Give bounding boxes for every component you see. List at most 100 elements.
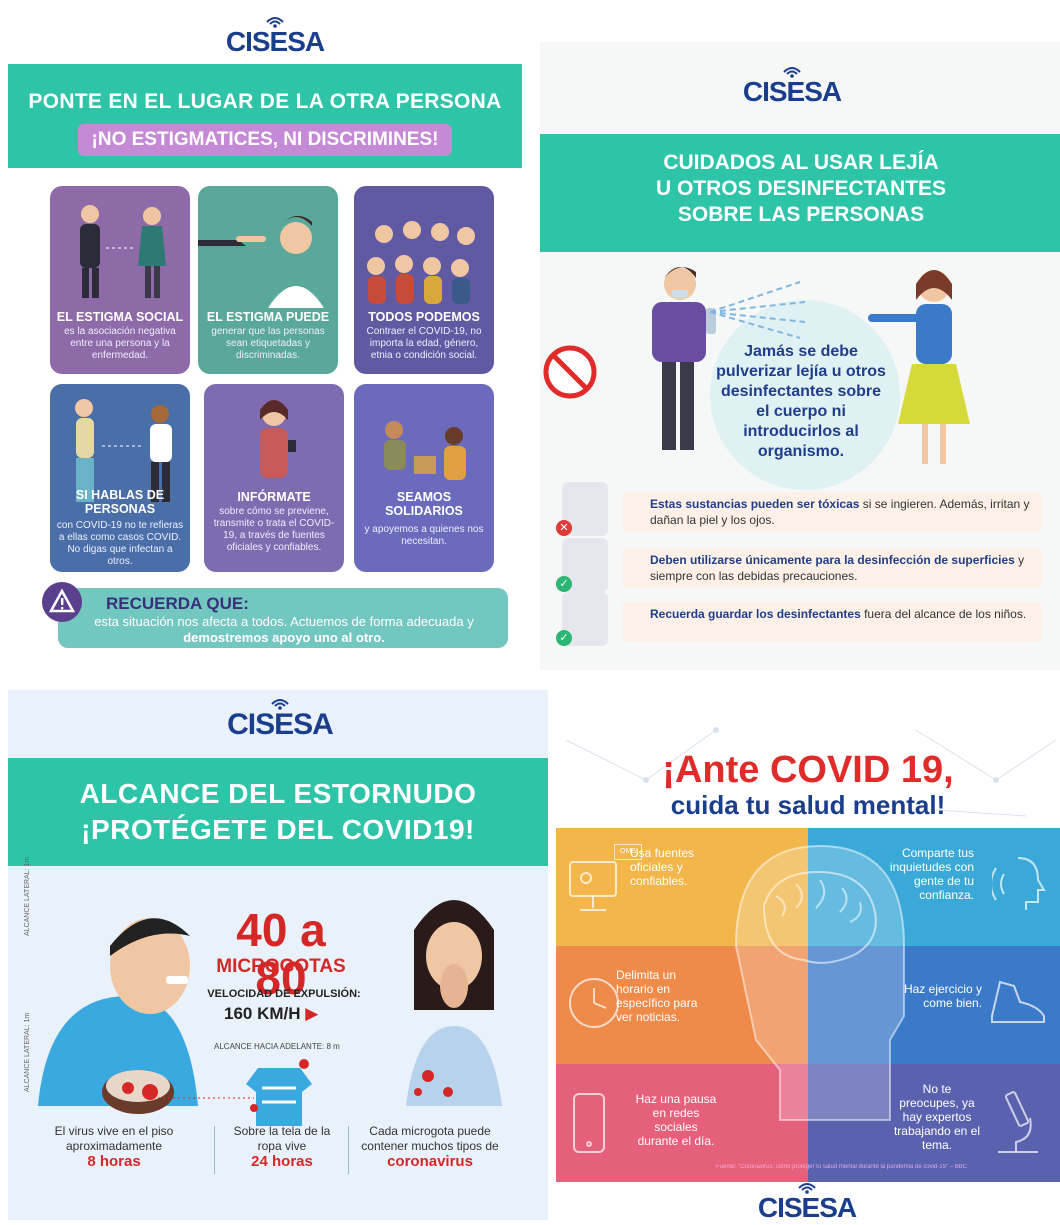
title-line-1: ALCANCE DEL ESTORNUDO — [79, 778, 477, 809]
stigma-poster: CISESA PONTE EN EL LUGAR DE LA OTRA PERS… — [8, 8, 522, 668]
two-people-distance-illustration — [80, 205, 166, 298]
cisesa-logo: CISESA — [742, 1182, 872, 1220]
tip-official-sources: Usa fuentes oficiales y confiables. — [630, 846, 695, 888]
wifi-icon — [271, 699, 289, 710]
sweater-virus-illustration — [246, 1059, 312, 1126]
card-title: EL ESTIGMA SOCIAL — [56, 310, 184, 324]
sneaker-icon — [991, 980, 1045, 1023]
poster-subtitle: ¡NO ESTIGMATICES, NI DISCRIMINES! — [77, 124, 453, 156]
smartphone-icon — [573, 1093, 605, 1153]
card-title: EL ESTIGMA PUEDE — [206, 310, 330, 324]
network-background — [565, 727, 1057, 817]
speech-bubble — [710, 300, 900, 490]
play-arrow-icon: ▶ — [305, 1004, 319, 1023]
check-icon: ✓ — [556, 576, 572, 592]
poster-subtitle: cuida tu salud mental! — [670, 790, 946, 820]
disinfectant-poster: CISESA CUIDADOS AL USAR LEJÍA U OTROS DE… — [540, 42, 1060, 670]
card-stigma-can: EL ESTIGMA PUEDE generar que las persona… — [198, 186, 338, 374]
cisesa-logo: CISESA — [732, 66, 852, 106]
check-icon: ✓ — [556, 630, 572, 646]
card-title: SEAMOS SOLIDARIOS — [385, 490, 463, 518]
lateral-reach-label: ALCANCE LATERAL: 1m — [24, 1012, 31, 1092]
row-text: Estas sustancias pueden ser tóxicas si s… — [650, 497, 1030, 527]
computer-icon — [569, 861, 617, 911]
row-text: Deben utilizarse únicamente para la desi… — [650, 553, 1025, 583]
title-line-2: ¡PROTÉGETE DEL COVID19! — [81, 814, 475, 845]
droplets-label: MICROGOTAS — [216, 956, 346, 977]
poster-title: ¡Ante COVID 19, — [662, 749, 954, 791]
talking-head-icon — [992, 857, 1046, 910]
surfaces-row: ✓ Deben utilizarse únicamente para la de… — [556, 538, 1042, 592]
two-people-talking-illustration — [75, 399, 172, 502]
row-text: Recuerda guardar los desinfectantes fuer… — [650, 607, 1027, 621]
card-solidarity: SEAMOS SOLIDARIOS y apoyemos a quienes n… — [354, 384, 494, 572]
helping-people-illustration — [384, 421, 466, 480]
card-body: sobre cómo se previene, transmite o trat… — [213, 506, 335, 553]
microscope-icon — [998, 1091, 1038, 1153]
caption-floor: El virus vive en el piso aproximadamente… — [54, 1124, 174, 1170]
cisesa-logo: CISESA — [220, 698, 340, 740]
lateral-reach-label: ALCANCE LATERAL: 1m — [24, 856, 31, 936]
card-body: y apoyemos a quienes nos necesitan. — [364, 524, 484, 547]
caption-droplet: Cada microgota puede contener muchos tip… — [361, 1124, 499, 1170]
title-band: CUIDADOS AL USAR LEJÍA U OTROS DESINFECT… — [540, 134, 1060, 252]
woman-covering-illustration — [406, 900, 502, 1106]
tip-share-concerns: Comparte tus inquietudes con gente de tu… — [889, 846, 974, 902]
reminder-title: RECUERDA QUE: — [106, 594, 249, 613]
woman-stop-illustration — [868, 270, 970, 464]
card-inform-yourself: INFÓRMATE sobre cómo se previene, transm… — [204, 384, 344, 572]
mental-health-grid: OMS Usa fuentes oficiales y confiables. … — [556, 828, 1060, 1182]
sneeze-poster: CISESA ALCANCE DEL ESTORNUDO ¡PROTÉGETE … — [8, 690, 548, 1220]
card-title: INFÓRMATE — [237, 490, 311, 504]
clock-icon — [569, 978, 619, 1028]
card-if-talking: SI HABLAS DE PERSONAS con COVID-19 no te… — [50, 384, 190, 572]
speed-label: VELOCIDAD DE EXPULSIÓN: — [207, 988, 361, 1000]
card-title: SI HABLAS DE PERSONAS — [75, 488, 165, 516]
woman-phone-illustration — [260, 400, 296, 478]
card-everyone-can: TODOS PODEMOS Contraer el COVID-19, no i… — [354, 186, 494, 374]
logo-text: CISESA — [757, 1192, 857, 1221]
cisesa-logo: CISESA — [225, 16, 325, 56]
title-line-2: U OTROS DESINFECTANTES — [655, 177, 947, 200]
reminder-box: RECUERDA QUE: esta situación nos afecta … — [42, 582, 508, 648]
logo-text: CISESA — [227, 708, 334, 741]
crowd-illustration — [367, 221, 475, 304]
tip-exercise: Haz ejercicio y come bien. — [903, 982, 982, 1010]
title-line-3: SOBRE LAS PERSONAS — [677, 203, 925, 226]
logo-text: CISESA — [225, 26, 325, 57]
title-band: ALCANCE DEL ESTORNUDO ¡PROTÉGETE DEL COV… — [8, 758, 548, 866]
caption-divider — [214, 1126, 215, 1174]
tip-experts-working: No te preocupes, ya hay expertos trabaja… — [893, 1082, 981, 1152]
section-bg — [808, 946, 1060, 1064]
section-bg — [808, 828, 1060, 946]
card-body: generar que las personas sean etiquetada… — [211, 326, 325, 361]
tip-news-schedule: Delimita un horario en específico para v… — [616, 968, 698, 1024]
wifi-icon — [783, 67, 801, 78]
reminder-body: esta situación nos afecta a todos. Actue… — [94, 614, 474, 645]
toxic-row: ✕ Estas sustancias pueden ser tóxicas si… — [556, 482, 1042, 536]
cross-icon: ✕ — [556, 520, 572, 536]
caption-divider — [348, 1126, 349, 1174]
warning-message: Jamás se debe pulverizar lejía u otros d… — [716, 343, 886, 460]
forward-reach-label: ALCANCE HACIA ADELANTE: 8 m — [214, 1042, 340, 1051]
logo-text: CISESA — [742, 76, 842, 107]
card-social-stigma: EL ESTIGMA SOCIAL es la asociación negat… — [50, 186, 190, 374]
card-body: Contraer el COVID-19, no importa la edad… — [366, 326, 482, 361]
head-brain-illustration — [734, 844, 905, 1121]
card-body: con COVID-19 no te refieras a ellas como… — [56, 520, 184, 567]
wifi-icon — [266, 17, 284, 28]
floor-virus-illustration — [102, 1070, 174, 1114]
section-bg — [556, 1064, 808, 1182]
pointing-hand-illustration — [198, 215, 324, 308]
mental-health-poster: ¡Ante COVID 19, cuida tu salud mental! O… — [556, 720, 1060, 1220]
card-body: es la asociación negativa entre una pers… — [64, 326, 176, 361]
droplet-trail — [158, 1097, 254, 1099]
prohibited-icon — [543, 345, 597, 399]
man-spraying-illustration — [652, 267, 716, 450]
spray-lines — [710, 281, 806, 339]
wifi-icon — [798, 1183, 816, 1194]
title-band: PONTE EN EL LUGAR DE LA OTRA PERSONA ¡NO… — [8, 64, 522, 168]
card-title: TODOS PODEMOS — [368, 310, 480, 324]
title-line-1: CUIDADOS AL USAR LEJÍA — [663, 151, 939, 174]
